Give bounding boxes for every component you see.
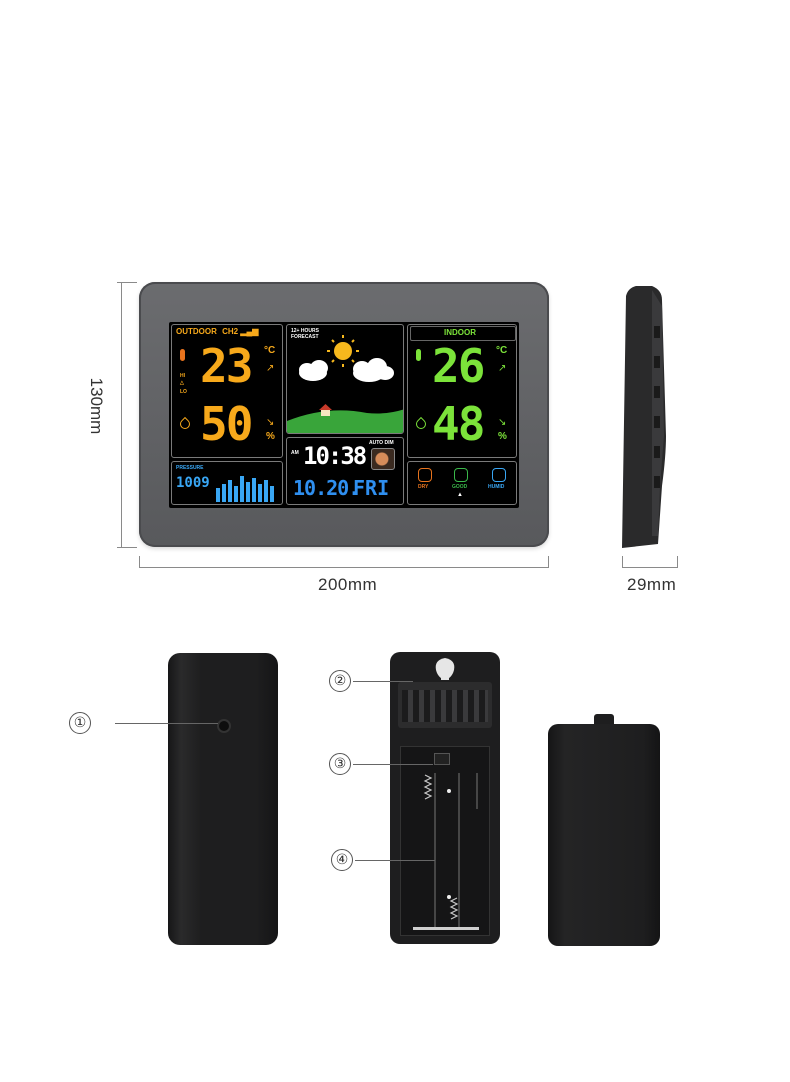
battery-compartment (400, 746, 490, 936)
outdoor-temperature: 23 (200, 339, 253, 393)
height-dimension-tick-bottom (117, 547, 137, 548)
clock-time: 10:38 (303, 442, 367, 470)
remote-sensor-front (168, 653, 278, 945)
pressure-history-bars (216, 476, 274, 502)
sun-icon (327, 335, 359, 367)
outdoor-humidity: 50 (200, 397, 253, 451)
callout-2-line (353, 681, 413, 682)
clock-panel: AM 10:38 AUTO DIM 10.20. FRI (286, 437, 404, 505)
indoor-header-box (410, 326, 516, 341)
depth-dimension-label: 29mm (627, 575, 677, 594)
forecast-panel: 12+ HOURS FORECAST (286, 324, 404, 434)
forecast-header-line1: 12+ HOURS (291, 328, 319, 334)
forecast-header-line2: FORECAST (291, 334, 319, 340)
signal-icon: ▂▄▆ (240, 327, 259, 336)
indoor-thermometer-icon (416, 349, 421, 361)
weather-forecast-illustration (287, 335, 403, 433)
comfort-panel: DRY GOOD ▲ HUMID (407, 461, 517, 505)
indoor-humidity-drop-icon (413, 416, 429, 432)
callout-2: ② (329, 670, 351, 692)
cloud-icon-left (299, 360, 328, 381)
height-dimension-line (121, 282, 122, 548)
width-dimension-tick-left (139, 556, 140, 568)
house-icon (319, 404, 332, 416)
indoor-panel: INDOOR 26 °C ↗ 48 ↘ % (407, 324, 517, 458)
outdoor-header: OUTDOOR CH2 ▂▄▆ (176, 327, 259, 336)
depth-dimension-tick-left (622, 556, 623, 568)
sensor-led-indicator (217, 719, 231, 733)
callout-3-line (353, 764, 433, 765)
comfort-humid-label: HUMID (488, 484, 505, 490)
lo-label: LO (180, 389, 187, 395)
width-dimension-tick-right (548, 556, 549, 568)
callout-4: ④ (331, 849, 353, 871)
indoor-humidity-trend-icon: ↘ (498, 417, 507, 428)
callout-1: ① (69, 712, 91, 734)
pressure-panel: PRESSURE 1009 (171, 461, 283, 505)
indoor-header: INDOOR (444, 328, 476, 337)
side-profile-view (622, 286, 666, 548)
indoor-humidity: 48 (432, 397, 485, 451)
channel-switch (434, 753, 450, 765)
callout-3: ③ (329, 753, 351, 775)
dry-face-icon (418, 468, 432, 482)
battery-cover (548, 724, 660, 946)
battery-springs-and-contacts (413, 773, 479, 930)
pressure-value: 1009 (176, 475, 210, 491)
thermometer-icon (180, 349, 185, 361)
depth-dimension-tick-right (677, 556, 678, 568)
remote-sensor-back (390, 652, 500, 944)
depth-dimension-line (622, 567, 678, 568)
comfort-indicator-arrow: ▲ (457, 492, 463, 498)
weather-station-console: OUTDOOR CH2 ▂▄▆ HI △ LO 23 °C ↗ 50 ↘ % 1… (139, 282, 549, 547)
comfort-dry-label: DRY (418, 484, 429, 490)
moon-phase-icon (371, 448, 395, 470)
humidity-drop-icon (177, 416, 193, 432)
indoor-humidity-unit: % (498, 431, 507, 442)
width-dimension-label: 200mm (318, 575, 378, 594)
auto-dim-label: AUTO DIM (369, 440, 394, 446)
indoor-temperature: 26 (432, 339, 485, 393)
hanging-hole-icon (435, 658, 455, 680)
comfort-good-label: GOOD (452, 484, 468, 490)
battery-cover-tab (594, 714, 614, 726)
indoor-temp-unit: °C (496, 345, 508, 356)
width-dimension-line (139, 567, 549, 568)
day-display: FRI (353, 476, 390, 500)
good-face-icon (454, 468, 468, 482)
hi-label: HI (180, 373, 185, 379)
ampm-indicator: AM (291, 450, 299, 456)
pressure-label: PRESSURE (176, 465, 204, 471)
callout-4-line (355, 860, 435, 861)
stand-hinge (398, 682, 492, 728)
color-display-screen: OUTDOOR CH2 ▂▄▆ HI △ LO 23 °C ↗ 50 ↘ % 1… (169, 322, 519, 508)
outdoor-temp-unit: °C (264, 345, 276, 356)
indoor-trend-icon: ↗ (498, 363, 507, 374)
alert-icon: △ (180, 380, 184, 386)
date-display: 10.20. (293, 476, 360, 500)
humid-face-icon (492, 468, 506, 482)
green-hill (287, 409, 403, 433)
humidity-trend-icon: ↘ (266, 417, 275, 428)
height-dimension-label: 130mm (87, 377, 106, 435)
cloud-icon-right (353, 358, 394, 382)
callout-1-line (115, 723, 218, 724)
trend-arrow-icon: ↗ (266, 363, 275, 374)
outdoor-humidity-unit: % (266, 431, 275, 442)
height-dimension-tick-top (117, 282, 137, 283)
outdoor-panel: OUTDOOR CH2 ▂▄▆ HI △ LO 23 °C ↗ 50 ↘ % (171, 324, 283, 458)
